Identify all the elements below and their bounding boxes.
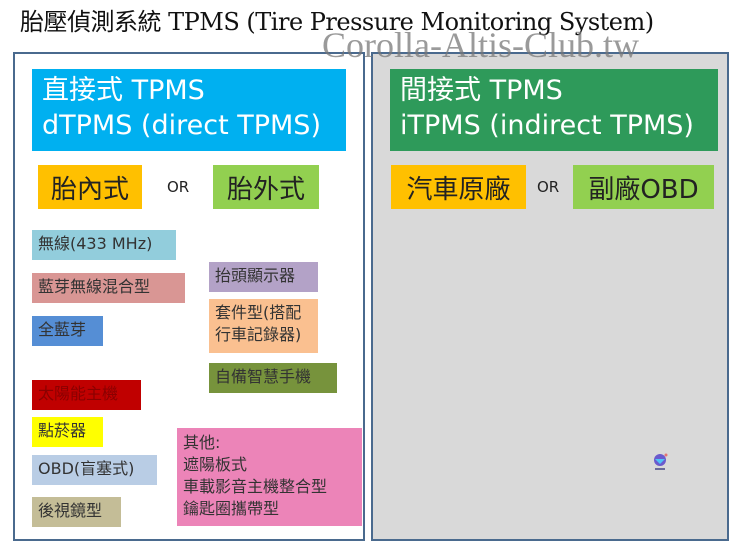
- full-bluetooth-item: 全藍芽: [32, 316, 103, 346]
- out-tire-option: 胎外式: [213, 165, 319, 209]
- keychain-type: 鑰匙圈攜帶型: [183, 499, 280, 518]
- head-unit-integrated-type: 車載影音主機整合型: [183, 477, 328, 496]
- direct-header-line1: 直接式 TPMS: [42, 75, 205, 106]
- or-label: OR: [167, 178, 190, 196]
- bt-wireless-hybrid-item: 藍芽無線混合型: [32, 273, 185, 303]
- indirect-header-line1: 間接式 TPMS: [400, 75, 563, 106]
- page-title: 胎壓偵測系統 TPMS (Tire Pressure Monitoring Sy…: [20, 8, 654, 36]
- other-label: 其他:: [183, 433, 221, 452]
- kit-line1: 套件型(搭配: [215, 303, 302, 322]
- indirect-header-line2: iTPMS (indirect TPMS): [400, 110, 694, 141]
- logo-icon: [654, 453, 668, 470]
- in-tire-option: 胎內式: [38, 165, 142, 209]
- direct-header-line2: dTPMS (direct TPMS): [42, 110, 321, 141]
- kit-dashcam-item: 套件型(搭配 行車記錄器): [209, 299, 318, 353]
- obd-plug-item: OBD(盲塞式): [32, 455, 157, 485]
- direct-header: 直接式 TPMS dTPMS (direct TPMS): [32, 69, 346, 151]
- watermark: Corolla-Altis-Club.tw: [322, 25, 639, 65]
- rearview-mirror-item: 後視鏡型: [32, 497, 121, 527]
- sun-visor-type: 遮陽板式: [183, 455, 248, 474]
- oem-option: 汽車原廠: [391, 165, 526, 209]
- solar-unit-item: 太陽能主機: [32, 380, 141, 410]
- or-label: OR: [537, 178, 560, 196]
- cigarette-lighter-item: 點菸器: [32, 417, 103, 447]
- smartphone-item: 自備智慧手機: [209, 363, 337, 393]
- hud-item: 抬頭顯示器: [209, 262, 318, 292]
- indirect-header: 間接式 TPMS iTPMS (indirect TPMS): [390, 69, 718, 151]
- other-item: 其他: 遮陽板式 車載影音主機整合型 鑰匙圈攜帶型: [177, 428, 362, 526]
- kit-line2: 行車記錄器): [215, 325, 302, 344]
- aftermarket-obd-option: 副廠OBD: [573, 165, 714, 209]
- wireless-433-item: 無線(433 MHz): [32, 230, 176, 260]
